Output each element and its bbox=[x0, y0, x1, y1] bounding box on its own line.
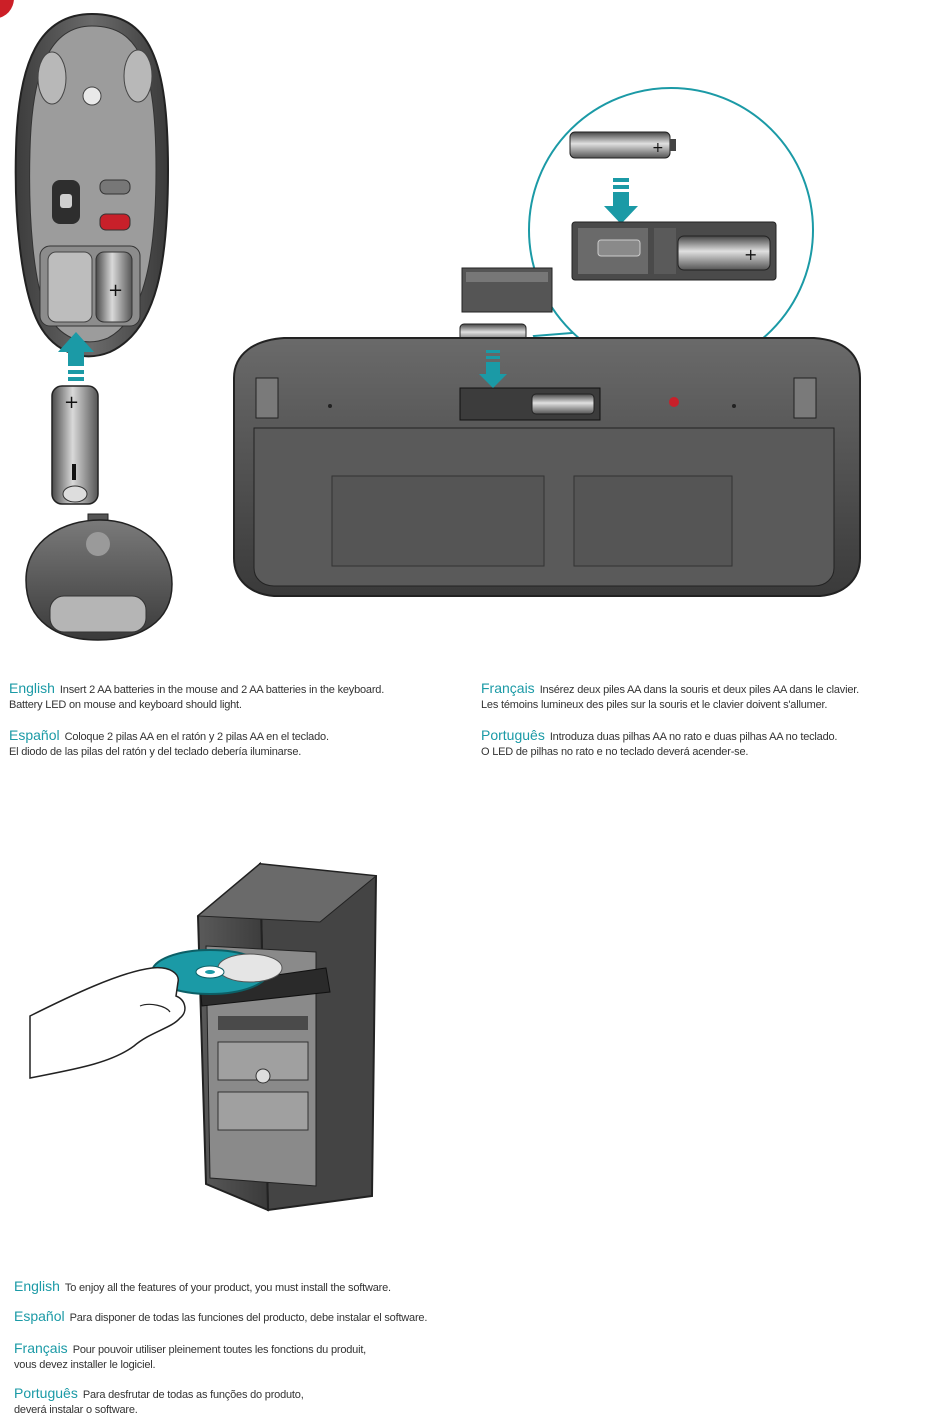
language-label: Português bbox=[14, 1385, 78, 1401]
instruction-fr-battery: Français Insérez deux piles AA dans la so… bbox=[481, 681, 927, 712]
logitech-logo-icon bbox=[82, 86, 102, 106]
down-arrow-icon bbox=[604, 178, 638, 224]
mouse-bottom-illustration: + + bbox=[14, 12, 173, 641]
instruction-line: deverá instalar o software. bbox=[14, 1404, 138, 1416]
language-label: English bbox=[9, 680, 55, 696]
battery-cover-icon bbox=[25, 513, 173, 641]
instruction-es-battery: Español Coloque 2 pilas AA en el ratón y … bbox=[9, 728, 469, 759]
language-label: Español bbox=[14, 1308, 65, 1324]
hand-icon bbox=[29, 966, 186, 1079]
language-label: Español bbox=[9, 727, 60, 743]
instruction-line: Battery LED on mouse and keyboard should… bbox=[9, 699, 242, 711]
battery-aa-icon: + bbox=[51, 385, 99, 505]
instruction-line: Para disponer de todas las funciones del… bbox=[69, 1312, 428, 1324]
instruction-pt-software: Português Para desfrutar de todas as funç… bbox=[14, 1386, 654, 1417]
instruction-line: Pour pouvoir utiliser pleinement toutes … bbox=[72, 1344, 367, 1356]
svg-text:+: + bbox=[744, 245, 757, 264]
instruction-line: O LED de pilhas no rato e no teclado dev… bbox=[481, 746, 749, 758]
instruction-en-software: English To enjoy all the features of your… bbox=[14, 1279, 654, 1295]
language-label: English bbox=[14, 1278, 60, 1294]
language-label: Français bbox=[14, 1340, 68, 1356]
language-label: Português bbox=[481, 727, 545, 743]
svg-text:+: + bbox=[108, 280, 123, 301]
instruction-line: Introduza duas pilhas AA no rato e duas … bbox=[549, 731, 838, 743]
instruction-line: El diodo de las pilas del ratón y del te… bbox=[9, 746, 302, 758]
instruction-fr-software: Français Pour pouvoir utiliser pleinement… bbox=[14, 1341, 654, 1372]
down-arrow-icon bbox=[479, 350, 507, 388]
pc-tower-icon bbox=[196, 861, 378, 1212]
instruction-line: Insérez deux piles AA dans la souris et … bbox=[539, 684, 859, 696]
pc-cd-install-illustration bbox=[29, 861, 378, 1212]
instruction-line: Para desfrutar de todas as funções do pr… bbox=[82, 1389, 304, 1401]
instruction-line: Coloque 2 pilas AA en el ratón y 2 pilas… bbox=[64, 731, 329, 743]
keyboard-underside-illustration: + + bbox=[233, 87, 861, 597]
instruction-en-battery: English Insert 2 AA batteries in the mous… bbox=[9, 681, 469, 712]
instruction-line: vous devez installer le logiciel. bbox=[14, 1359, 156, 1371]
instruction-es-software: Español Para disponer de todas las funcio… bbox=[14, 1309, 654, 1325]
cd-disc-icon bbox=[151, 949, 283, 995]
svg-text:+: + bbox=[652, 140, 664, 156]
instruction-line: To enjoy all the features of your produc… bbox=[64, 1282, 391, 1294]
instruction-line: Les témoins lumineux des piles sur la so… bbox=[481, 699, 828, 711]
language-label: Français bbox=[481, 680, 535, 696]
instruction-pt-battery: Português Introduza duas pilhas AA no rat… bbox=[481, 728, 927, 759]
svg-text:+: + bbox=[64, 392, 79, 413]
up-arrow-icon bbox=[58, 332, 94, 381]
instruction-line: Insert 2 AA batteries in the mouse and 2… bbox=[59, 684, 385, 696]
